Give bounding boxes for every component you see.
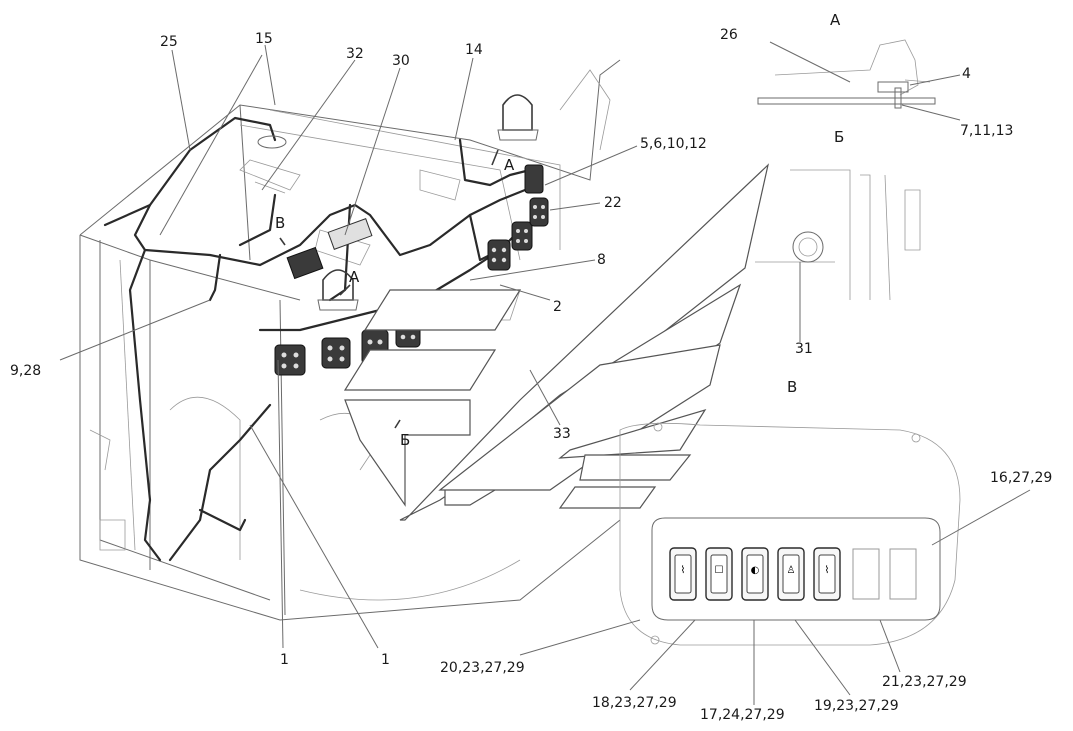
arrow-b <box>394 419 401 429</box>
work-light <box>529 197 549 227</box>
rocker-switch: ♙ <box>777 547 805 601</box>
rocker-switch: ⌇ <box>813 547 841 601</box>
label-33: 33 <box>553 426 571 442</box>
label-21-23-27-29: 21,23,27,29 <box>882 674 967 690</box>
svg-text:☐: ☐ <box>715 565 724 576</box>
view-markers: А Б В А А Б В <box>275 11 844 449</box>
label-4: 4 <box>962 66 971 82</box>
label-26: 26 <box>720 27 738 43</box>
view-a-title: А <box>830 11 841 29</box>
label-19-23-27-29: 19,23,27,29 <box>814 698 899 714</box>
view-a-detail <box>757 39 936 109</box>
marker-v: В <box>275 214 285 232</box>
label-5-6-10-12: 5,6,10,12 <box>640 136 707 152</box>
view-b-title: Б <box>834 128 844 146</box>
view-b-detail <box>755 169 921 301</box>
label-25: 25 <box>160 34 178 50</box>
svg-text:⌇: ⌇ <box>681 565 686 576</box>
rocker-switch: ☐ <box>705 547 733 601</box>
rocker-switch: ◐ <box>741 547 769 601</box>
marker-a-top: А <box>504 156 515 174</box>
label-31: 31 <box>795 341 813 357</box>
leader-lines <box>59 41 1031 705</box>
blank-switch-slot <box>852 548 880 600</box>
view-v-panel: ⌇ ☐ ◐ ♙ ⌇ <box>619 422 961 646</box>
view-v-title: В <box>787 378 797 396</box>
svg-text:⌇: ⌇ <box>825 565 830 576</box>
svg-text:♙: ♙ <box>787 565 796 576</box>
label-16-27-29: 16,27,29 <box>990 470 1052 486</box>
work-light <box>511 221 533 251</box>
label-22: 22 <box>604 195 622 211</box>
switch-module-center <box>286 218 373 280</box>
label-18-23-27-29: 18,23,27,29 <box>592 695 677 711</box>
label-2: 2 <box>553 299 562 315</box>
beacon-lamp-top <box>497 94 539 141</box>
label-20-23-27-29: 20,23,27,29 <box>440 660 525 676</box>
work-light <box>274 344 306 376</box>
label-9-28: 9,28 <box>10 363 41 379</box>
arrow-a-top <box>491 149 499 166</box>
work-lights-upper <box>487 164 549 271</box>
blank-switch-slot <box>889 548 917 600</box>
label-32: 32 <box>346 46 364 62</box>
work-light <box>321 337 351 369</box>
label-8: 8 <box>597 252 606 268</box>
label-1-right: 1 <box>381 652 390 668</box>
label-7-11-13: 7,11,13 <box>960 123 1013 139</box>
marker-a-center: А <box>349 268 360 286</box>
relay-block <box>524 164 544 194</box>
roof-dome-lamp <box>257 135 287 149</box>
arrow-v <box>279 237 286 246</box>
arrow-a-center <box>339 284 351 296</box>
label-17-24-27-29: 17,24,27,29 <box>700 707 785 723</box>
label-15: 15 <box>255 31 273 47</box>
position-labels: 25 15 32 30 14 26 4 7,11,13 5,6,10,12 22… <box>10 27 1052 723</box>
svg-text:◐: ◐ <box>751 565 760 576</box>
switch-strips <box>343 163 770 521</box>
label-30: 30 <box>392 53 410 69</box>
work-light <box>487 239 511 271</box>
label-1-left: 1 <box>280 652 289 668</box>
marker-b: Б <box>400 431 410 449</box>
rocker-switch: ⌇ <box>669 547 697 601</box>
label-14: 14 <box>465 42 483 58</box>
beacon-lamp-center <box>317 269 359 311</box>
